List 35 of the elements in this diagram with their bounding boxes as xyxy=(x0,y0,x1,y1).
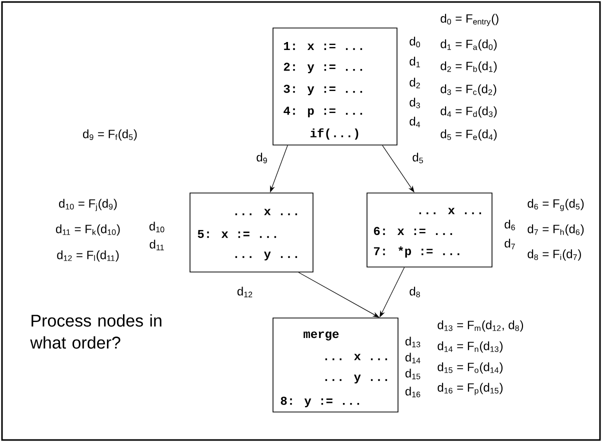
equation-text: d$_{15}$ = F$_{o}$(d$_{14}$) xyxy=(438,362,503,374)
equation-text: d$_{6}$ = F$_{g}$(d$_{5}$) xyxy=(528,198,584,212)
edge-label: d$_{9}$ xyxy=(256,152,267,164)
equation-text: d$_{1}$ xyxy=(410,56,420,68)
equation-text: d$_{2}$ xyxy=(410,78,420,88)
equation-text: d$_{6}$ xyxy=(504,220,515,230)
equation-text: d$_{9}$ = F$_{f}$(d$_{5}$) xyxy=(83,129,137,141)
code-box: ... x ... 6: x := ... 7: *p := ... xyxy=(366,192,492,268)
question-text: Process nodes in what order? xyxy=(30,314,162,349)
equation-text: d$_{13}$ = F$_{m}$(d$_{12}$, d$_{8}$) xyxy=(438,320,524,332)
equation-text: d$_{8}$ = F$_{i}$(d$_{7}$) xyxy=(528,249,581,261)
edge-label: d$_{8}$ xyxy=(410,286,420,298)
equation-text: d$_{10}$ = F$_{j}$(d$_{9}$) xyxy=(59,198,117,212)
equation-text: d$_{2}$ = F$_{b}$(d$_{1}$) xyxy=(440,61,497,73)
equation-text: d$_{11}$ = F$_{k}$(d$_{10}$) xyxy=(56,224,120,236)
equation-text: d$_{12}$ = F$_{l}$(d$_{11}$) xyxy=(57,250,119,262)
equation-text: d$_{3}$ xyxy=(410,98,420,108)
equation-text: d$_{4}$ = F$_{d}$(d$_{3}$) xyxy=(440,106,497,118)
equation-text: d$_{7}$ xyxy=(504,238,515,250)
code-box: merge ... x ... ... y ... 8: y := ... xyxy=(272,318,398,412)
equation-text: d$_{3}$ = F$_{c}$(d$_{2}$) xyxy=(440,84,496,96)
equation-text: d$_{1}$ = F$_{a}$(d$_{0}$) xyxy=(440,39,497,51)
equation-text: d$_{4}$ xyxy=(410,116,420,128)
equation-text: d$_{10}$ xyxy=(149,222,164,232)
code-box: 1: x := ... 2: y := ... 3: y := ... 4: p := ... if(...) xyxy=(272,28,398,146)
code-box: ... x ... 5: x := ... ... y ... xyxy=(190,192,314,272)
equation-text: d$_{14}$ = F$_{n}$(d$_{13}$) xyxy=(438,341,503,353)
equation-text: d$_{0}$ xyxy=(410,36,420,48)
equation-text: d$_{16}$ = F$_{p}$(d$_{15}$) xyxy=(438,382,503,396)
equation-text: d$_{5}$ = F$_{e}$(d$_{4}$) xyxy=(440,129,497,141)
equation-text: d$_{11}$ xyxy=(150,240,164,250)
edge-label: d$_{5}$ xyxy=(412,152,423,164)
edge-label: d$_{12}$ xyxy=(237,286,252,298)
equation-text: d$_{0}$ = F$_{entry}$() xyxy=(440,14,498,26)
equation-text: d$_{7}$ = F$_{h}$(d$_{6}$) xyxy=(528,224,584,236)
